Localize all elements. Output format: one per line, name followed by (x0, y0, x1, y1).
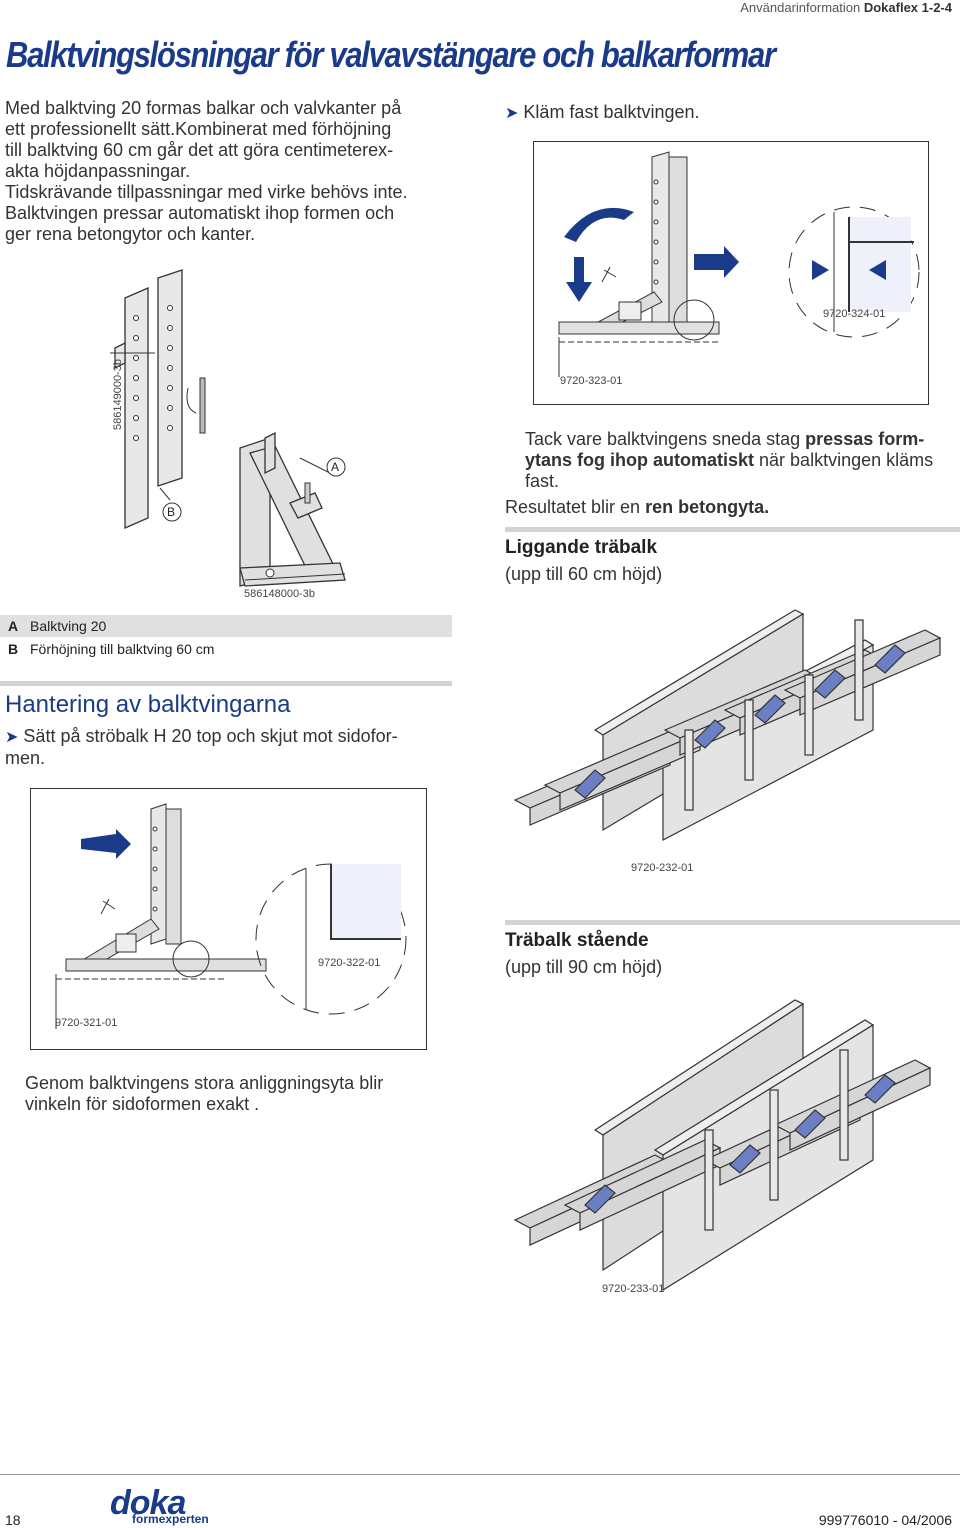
figure-code: 9720-233-01 (602, 1283, 665, 1295)
figure-code: 9720-324-01 (823, 308, 886, 320)
subsection-heading: Liggande träbalk (505, 537, 658, 558)
intro-line: ett professionellt sätt.Kombinerat med f… (5, 119, 392, 139)
text-run: Resultatet blir en (505, 497, 646, 517)
running-header: Användarinformation Dokaflex 1-2-4 (740, 0, 952, 15)
text-run: fast. (525, 471, 560, 491)
intro-line: Tidskrävande tillpassningar med virke be… (5, 182, 408, 202)
legend-text: Balktving 20 (30, 618, 107, 634)
text-run-bold: ren betongyta. (645, 497, 770, 517)
lying-beam-illustration (513, 609, 942, 841)
angle-line: vinkeln för sidoformen exakt . (25, 1094, 260, 1114)
section-divider (505, 527, 960, 532)
intro-line: till balktving 60 cm går det att göra ce… (5, 140, 394, 160)
step-text: Sätt på ströbalk H 20 top och skjut mot … (23, 726, 398, 746)
figure-code: 9720-321-01 (55, 1017, 118, 1029)
subsection-heading: Träbalk stående (505, 930, 649, 951)
section-divider (505, 920, 960, 925)
intro-line: Med balktving 20 formas balkar och valvk… (5, 98, 402, 118)
brand-tagline: formexperten (132, 1512, 209, 1526)
legend-key: B (8, 641, 19, 657)
figure-frame (533, 141, 929, 405)
handling-step: ➤ Sätt på ströbalk H 20 top och skjut mo… (5, 726, 455, 769)
figure-code: 9720-232-01 (631, 862, 694, 874)
doc-number-text: 999776010 (818, 1512, 889, 1528)
result-paragraph: Resultatet blir en ren betongyta. (505, 497, 769, 518)
figure-code: 586148000-3b (244, 588, 315, 600)
legend-item: A Balktving 20 (0, 615, 452, 637)
footer-rule (0, 1474, 960, 1475)
header-prefix: Användarinformation (740, 0, 861, 15)
step-text: Kläm fast balktvingen. (523, 102, 700, 122)
figure-code: 586149000-3b (112, 359, 124, 430)
step-arrow-icon: ➤ (5, 729, 19, 746)
intro-line: Balktvingen pressar automatiskt ihop for… (5, 203, 395, 223)
brand-logo: doka (110, 1484, 186, 1522)
figure-frame (30, 788, 427, 1050)
step-text-cont: men. (5, 748, 46, 768)
figure-code: 9720-322-01 (318, 957, 381, 969)
section-heading: Hantering av balktvingarna (5, 691, 291, 718)
label-a: A (331, 460, 340, 474)
label-b: B (167, 505, 176, 519)
clamp-illustration (110, 269, 346, 587)
intro-line: akta höjdanpassningar. (5, 161, 191, 181)
page-title: Balktvingslösningar för valvavstängare o… (6, 34, 776, 75)
legend-item: B Förhöjning till balktving 60 cm (0, 638, 452, 660)
standing-beam-illustration (513, 999, 932, 1292)
text-run-bold: pressas form- (805, 429, 925, 449)
angle-paragraph: Genom balktvingens stora anliggningsyta … (25, 1073, 455, 1115)
document-number: 999776010 - 04/2006 (819, 1512, 952, 1528)
text-run: Tack vare balktvingens sneda stag (525, 429, 806, 449)
subsection-note: (upp till 60 cm höjd) (505, 564, 663, 584)
clamp-paragraph: Tack vare balktvingens sneda stag pressa… (525, 429, 955, 492)
intro-paragraph: Med balktving 20 formas balkar och valvk… (5, 98, 455, 245)
page-number: 18 (5, 1512, 21, 1528)
intro-line: ger rena betongytor och kanter. (5, 224, 256, 244)
clamp-step: ➤ Kläm fast balktvingen. (505, 102, 700, 124)
angle-line: Genom balktvingens stora anliggningsyta … (25, 1073, 384, 1093)
text-run-bold: ytans fog ihop automatiskt (525, 450, 755, 470)
legend-key: A (8, 618, 19, 634)
text-run: när balktvingen kläms (754, 450, 934, 470)
doc-date-text: - 04/2006 (892, 1512, 952, 1528)
header-product: Dokaflex 1-2-4 (863, 0, 952, 15)
step-arrow-icon: ➤ (505, 105, 519, 122)
figure-code: 9720-323-01 (560, 375, 623, 387)
subsection-note: (upp till 90 cm höjd) (505, 957, 663, 977)
legend-text: Förhöjning till balktving 60 cm (30, 641, 215, 657)
section-divider (0, 681, 452, 686)
